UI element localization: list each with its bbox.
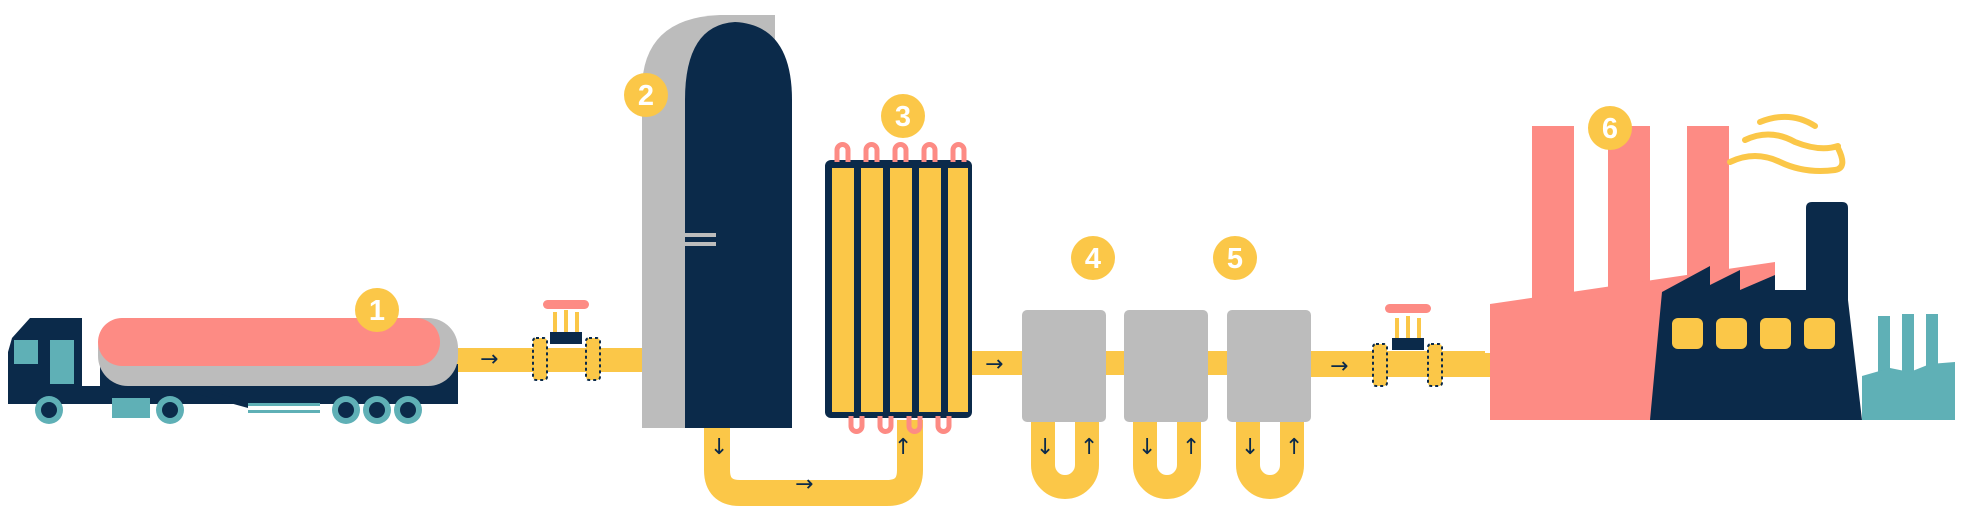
valve-icon (1372, 304, 1443, 387)
valve-flange-left (1372, 343, 1388, 387)
cooler-u-bends (1031, 418, 1304, 499)
factory (1490, 113, 1955, 420)
factory-window (1716, 318, 1747, 349)
step-badge-4: 4 (1071, 236, 1115, 280)
chimney-1 (1532, 126, 1574, 306)
trailer-ramp (190, 388, 248, 408)
factory-navy-building (1650, 202, 1862, 420)
step-number: 1 (369, 295, 385, 327)
cooling-unit-c (1227, 310, 1311, 422)
valve-stem (1395, 316, 1421, 338)
valve-flange-right (585, 337, 601, 381)
pipe-segment-truck-to-column (455, 348, 645, 372)
step-badge-3: 3 (881, 94, 925, 138)
arrow-up: ↑ (1182, 435, 1200, 460)
trailer-rail-1 (248, 403, 320, 406)
cab-window (14, 340, 38, 364)
u-bend-1 (1031, 418, 1099, 499)
exchanger-top-coils (834, 142, 967, 162)
arrow-down: ↓ (1036, 435, 1054, 460)
arrow-right: → (985, 352, 1003, 377)
wheel-hub (400, 402, 416, 418)
arrow-right: → (1330, 354, 1348, 379)
exchanger-bottom-coils (848, 416, 952, 434)
flow-arrows: → ↓ → ↑ → ↓ ↑ ↓ ↑ ↓ ↑ → (480, 347, 1348, 497)
step-badge-1: 1 (355, 288, 399, 332)
factory-window (1760, 318, 1791, 349)
arrow-down: ↓ (1241, 435, 1259, 460)
tanker-truck (8, 318, 458, 424)
step-number: 5 (1227, 243, 1243, 275)
arrow-up: ↑ (1285, 435, 1303, 460)
column-slot-1 (682, 233, 716, 237)
flame-smoke-icon (1727, 113, 1846, 174)
step-badges: 1 2 3 4 5 6 (355, 73, 1632, 332)
step-badge-5: 5 (1213, 236, 1257, 280)
valve-flange-right (1427, 343, 1443, 387)
valve-stem (553, 310, 579, 332)
arrow-right: → (795, 472, 813, 497)
step-badge-6: 6 (1588, 106, 1632, 150)
heat-exchanger (825, 142, 972, 434)
column-shell-navy (685, 22, 792, 428)
cooling-units (1022, 310, 1311, 422)
small-factory-body (1862, 362, 1955, 420)
column-slot-2 (682, 242, 716, 246)
cab-step (112, 398, 150, 418)
step-badge-2: 2 (624, 73, 668, 117)
factory-window (1672, 318, 1703, 349)
pipe-underflow-loop (704, 420, 923, 506)
separator-column (642, 15, 792, 428)
step-number: 6 (1602, 113, 1618, 145)
step-number: 2 (638, 80, 654, 112)
valve-flange-left (532, 337, 548, 381)
tube (832, 168, 854, 412)
truck-wheels (35, 396, 422, 424)
chimney-2 (1608, 126, 1650, 306)
arrow-up: ↑ (1080, 435, 1098, 460)
cooling-unit-a (1022, 310, 1106, 422)
wheel-hub (338, 402, 354, 418)
tube (919, 168, 941, 412)
exchanger-tubes (832, 168, 968, 412)
valve-body (550, 332, 582, 344)
small-chimney (1878, 316, 1890, 372)
small-chimney (1926, 314, 1938, 372)
tube (948, 168, 968, 412)
arrow-down: ↓ (1138, 435, 1156, 460)
factory-windows (1672, 318, 1835, 349)
tank-body (98, 318, 440, 366)
u-bend-2 (1133, 418, 1201, 499)
cab-door-window (50, 340, 74, 384)
arrow-right: → (480, 347, 498, 372)
arrow-down: ↓ (710, 435, 728, 460)
cooling-unit-b (1124, 310, 1208, 422)
step-number: 3 (895, 101, 911, 133)
trailer-rail-2 (248, 410, 320, 413)
wheel-hub (41, 402, 57, 418)
wheel-hub (162, 402, 178, 418)
step-number: 4 (1085, 243, 1101, 275)
small-chimney (1902, 314, 1914, 372)
valve-icon (532, 300, 601, 381)
pipe-segment-to-factory (1300, 353, 1500, 377)
valve-body (1392, 338, 1424, 350)
valve-handwheel (1385, 304, 1431, 313)
tube (861, 168, 883, 412)
small-factory (1862, 314, 1955, 420)
wheel-hub (369, 402, 385, 418)
u-bend-3 (1236, 418, 1304, 499)
valve-handwheel (543, 300, 589, 309)
factory-window (1804, 318, 1835, 349)
tube (890, 168, 912, 412)
arrow-up: ↑ (894, 435, 912, 460)
